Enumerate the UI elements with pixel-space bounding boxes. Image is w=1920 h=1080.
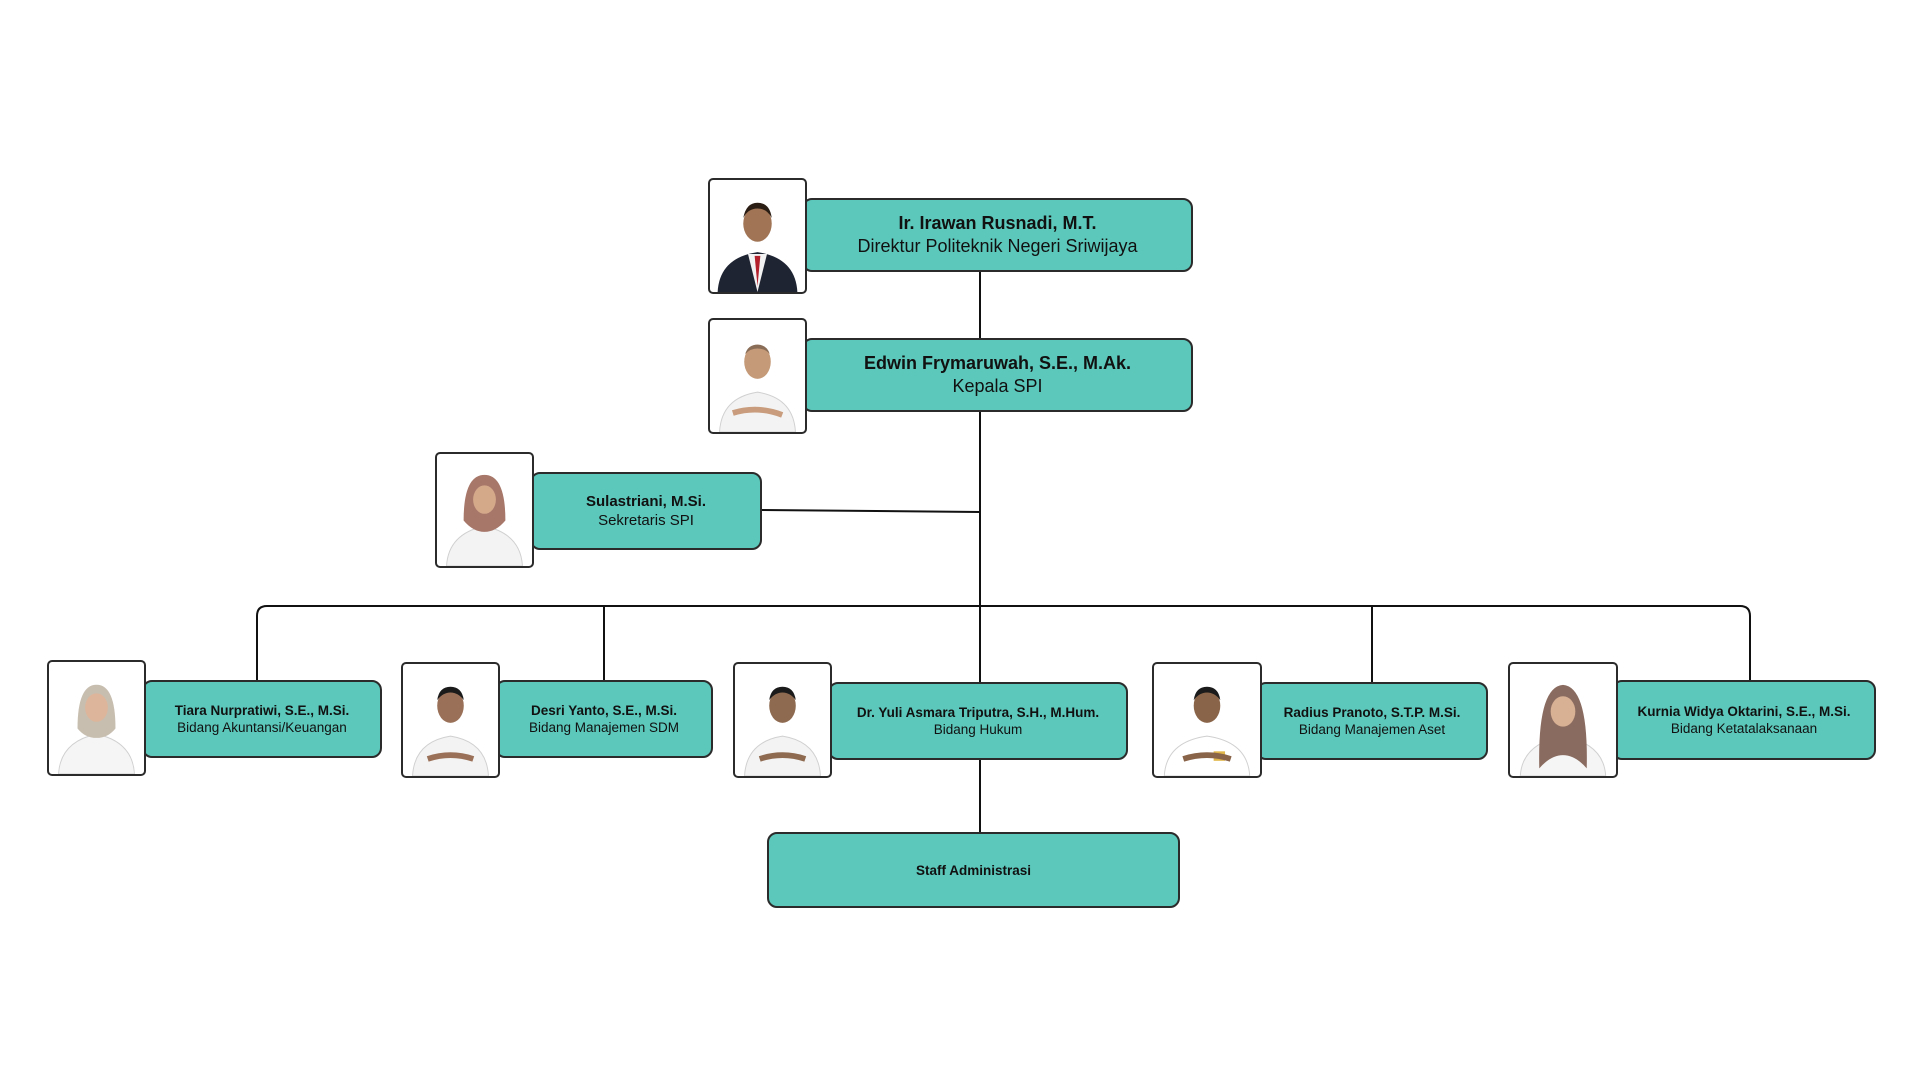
director-role: Direktur Politeknik Negeri Sriwijaya [857,236,1138,256]
node-field-2: Desri Yanto, S.E., M.Si. Bidang Manajeme… [495,680,713,758]
secretary-name: Sulastriani, M.Si. [585,493,707,510]
node-field-5: Kurnia Widya Oktarini, S.E., M.Si. Bidan… [1612,680,1876,760]
head-name: Edwin Frymaruwah, S.E., M.Ak. [863,353,1132,373]
field-4-name: Radius Pranoto, S.T.P. M.Si. [1283,705,1461,720]
field-5-photo [1508,662,1618,778]
node-field-1: Tiara Nurpratiwi, S.E., M.Si. Bidang Aku… [142,680,382,758]
line-fields-bus [256,605,1751,682]
field-3-photo [733,662,832,778]
node-director: Ir. Irawan Rusnadi, M.T. Direktur Polite… [802,198,1193,272]
field-1-photo [47,660,146,776]
field-2-name: Desri Yanto, S.E., M.Si. [530,703,678,718]
field-3-role: Bidang Hukum [933,722,1023,737]
line-secretary [759,509,981,513]
field-1-name: Tiara Nurpratiwi, S.E., M.Si. [174,703,350,718]
secretary-photo [435,452,534,568]
field-5-role: Bidang Ketatalaksanaan [1670,721,1818,736]
head-photo [708,318,807,434]
field-1-role: Bidang Akuntansi/Keuangan [177,720,347,735]
node-field-3: Dr. Yuli Asmara Triputra, S.H., M.Hum. B… [828,682,1128,760]
field-2-photo [401,662,500,778]
field-2-role: Bidang Manajemen SDM [528,720,680,735]
staff-name: Staff Administrasi [915,862,1032,878]
node-field-4: Radius Pranoto, S.T.P. M.Si. Bidang Mana… [1256,682,1488,760]
field-4-photo [1152,662,1262,778]
node-head: Edwin Frymaruwah, S.E., M.Ak. Kepala SPI [802,338,1193,412]
director-photo [708,178,807,294]
field-3-name: Dr. Yuli Asmara Triputra, S.H., M.Hum. [856,705,1100,720]
head-role: Kepala SPI [952,376,1043,396]
node-secretary: Sulastriani, M.Si. Sekretaris SPI [530,472,762,550]
field-4-role: Bidang Manajemen Aset [1298,722,1446,737]
field-5-name: Kurnia Widya Oktarini, S.E., M.Si. [1637,704,1851,719]
director-name: Ir. Irawan Rusnadi, M.T. [898,213,1097,233]
secretary-role: Sekretaris SPI [598,512,694,529]
node-staff: Staff Administrasi [767,832,1180,908]
